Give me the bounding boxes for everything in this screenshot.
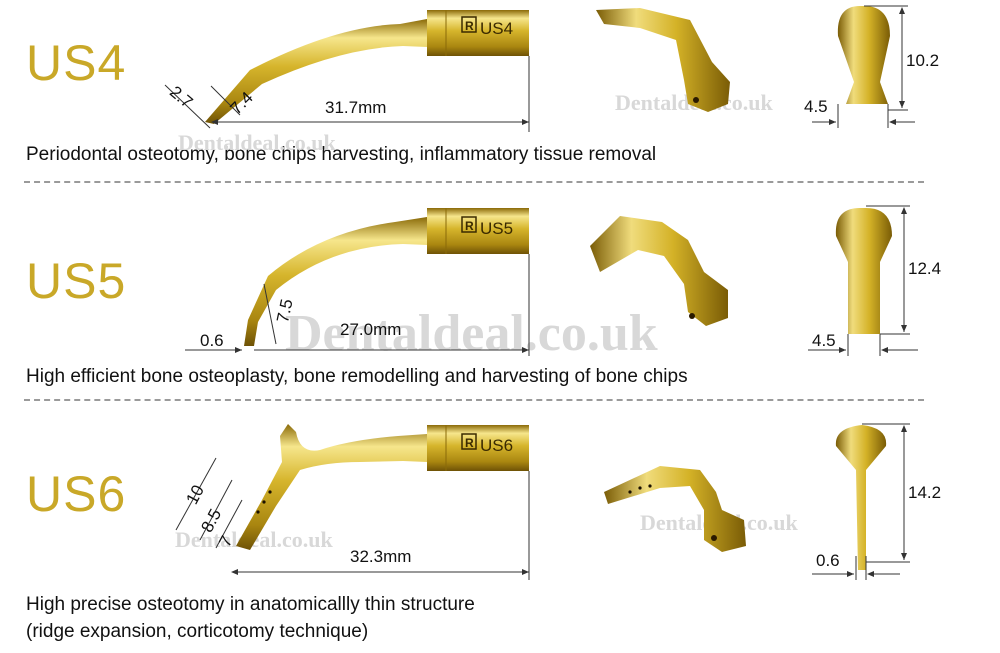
tip-us4-front-view	[837, 6, 890, 104]
dimension-lines-us4	[164, 56, 530, 132]
dimension-lines-us5-front	[808, 205, 918, 356]
tip-us6-side-view: R US6	[236, 424, 529, 550]
model-label-us5: US5	[26, 253, 127, 309]
tip-length-us5: 7.5	[273, 297, 296, 324]
brand-mark	[461, 16, 477, 33]
brand-mark	[461, 433, 477, 450]
brand-mark	[461, 216, 477, 233]
tip-dim-a-us6: 10	[182, 482, 208, 508]
length-us6: 32.3mm	[350, 547, 411, 566]
tip-connector	[427, 10, 529, 56]
brand-mark-text: R	[465, 19, 474, 33]
tip-us4-side-view: R US4	[205, 10, 529, 124]
dimension-lines-us4-front	[812, 5, 915, 128]
dimension-lines-us5	[185, 254, 530, 356]
description-us6-line2: (ridge expansion, corticotomy technique)	[26, 621, 369, 642]
badge-us5: US5	[480, 219, 513, 238]
tip-shank	[236, 424, 427, 550]
tip-us5-front-view	[835, 208, 892, 334]
front-height-us4: 10.2	[906, 51, 939, 70]
tip-us4-angle-view	[596, 8, 730, 112]
front-width-us6: 0.6	[816, 551, 840, 570]
length-us4: 31.7mm	[325, 98, 386, 117]
badge-us6: US6	[480, 436, 513, 455]
watermark: Dentaldeal.co.uk	[178, 130, 336, 155]
tip-connector	[427, 425, 529, 471]
tip-width-us4: 2.7	[166, 82, 196, 112]
tip-us5-side-view: R US5	[244, 208, 529, 346]
description-us5: High efficient bone osteoplasty, bone re…	[26, 366, 688, 387]
description-us4: Periodontal osteotomy, bone chips harves…	[26, 144, 657, 165]
divider	[24, 181, 924, 183]
tip-us5-angle-view	[590, 216, 728, 326]
length-us5: 27.0mm	[340, 320, 401, 339]
brand-mark-text: R	[465, 219, 474, 233]
divider	[24, 399, 924, 401]
front-height-us6: 14.2	[908, 483, 941, 502]
front-height-us5: 12.4	[908, 259, 941, 278]
tip-us6-angle-view	[604, 466, 746, 552]
front-width-us5: 4.5	[812, 331, 836, 350]
watermark: Dentaldeal.co.uk	[285, 305, 658, 362]
front-width-us4: 4.5	[804, 97, 828, 116]
tip-shank	[244, 217, 427, 346]
model-label-us4: US4	[26, 35, 127, 91]
dimension-lines-us6	[175, 457, 530, 580]
description-us6-line1: High precise osteotomy in anatomicallly …	[26, 594, 475, 615]
tip-width-us5: 0.6	[200, 331, 224, 350]
dimension-lines-us6-front	[812, 423, 910, 580]
model-label-us6: US6	[26, 466, 127, 522]
tip-us6-front-view	[835, 425, 887, 570]
badge-us4: US4	[480, 19, 513, 38]
tip-connector	[427, 208, 529, 254]
tip-shank	[205, 19, 427, 124]
brand-mark-text: R	[465, 436, 474, 450]
